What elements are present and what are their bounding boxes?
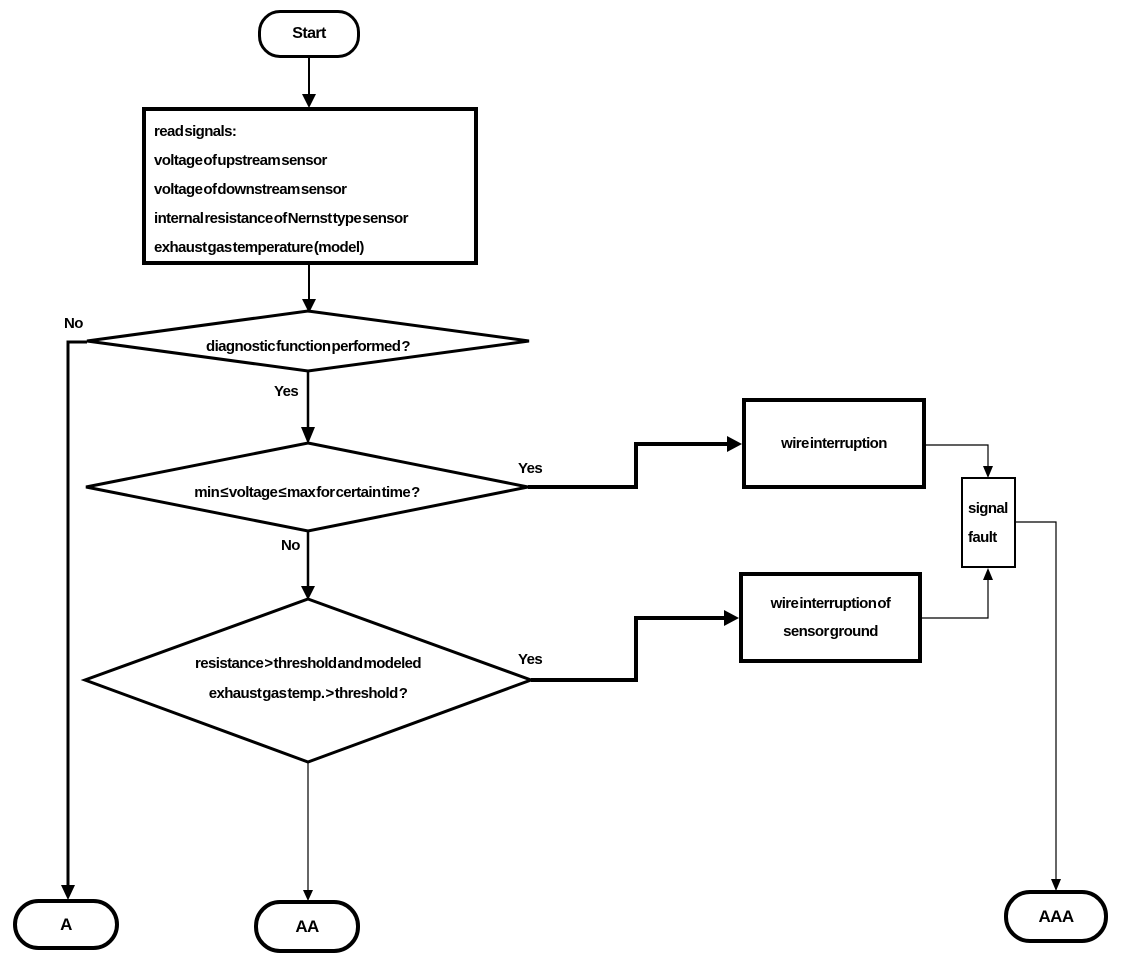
terminal-aa-label: AA <box>295 916 319 936</box>
edge-resistance-yes-to-ground <box>531 616 725 682</box>
edge-ground-to-signal-fault <box>922 579 989 619</box>
start-label: Start <box>292 25 326 42</box>
edge-label-voltage-no: No <box>281 537 300 554</box>
wire-interruption-ground-text: wire interruption of sensor ground <box>771 590 891 646</box>
signal-fault-line: fault <box>968 528 997 546</box>
terminal-a: A <box>13 899 119 950</box>
terminal-aa: AA <box>254 900 360 953</box>
read-signals-text: read signals: voltage of upstream sensor… <box>146 111 408 262</box>
terminal-aaa-label: AAA <box>1038 906 1074 926</box>
arrowhead-into-resistance <box>301 586 315 600</box>
start-terminal: Start <box>258 10 360 58</box>
arrowhead-into-signal-bottom <box>983 568 993 580</box>
wire-interruption-box: wire interruption <box>742 398 926 489</box>
read-signals-line: exhaust gas temperature (model) <box>154 239 364 256</box>
read-signals-line: voltage of downstream sensor <box>154 181 347 198</box>
arrowhead-into-diagnostic <box>302 299 316 313</box>
voltage-decision-label: min ≤ voltage ≤ max for certain time ? <box>194 484 420 501</box>
signal-fault-text: signal fault <box>968 494 1008 552</box>
arrowhead-into-aaa <box>1051 879 1061 891</box>
edge-diagnostic-no-to-a <box>66 340 87 886</box>
read-signals-line: voltage of upstream sensor <box>154 152 327 169</box>
wire-interruption-ground-box: wire interruption of sensor ground <box>739 572 922 663</box>
edge-label-diagnostic-yes: Yes <box>274 383 299 400</box>
edge-wire-to-signal-fault <box>926 444 989 467</box>
wire-interruption-ground-line: wire interruption of <box>770 594 891 612</box>
wire-interruption-label: wire interruption <box>781 434 887 452</box>
arrowhead-into-voltage <box>301 427 315 444</box>
read-signals-line: internal resistance of Nernst type senso… <box>154 210 408 227</box>
wire-interruption-ground-line: sensor ground <box>783 622 878 640</box>
terminal-aaa: AAA <box>1004 890 1108 943</box>
resistance-decision-line: exhaust gas temp. > threshold ? <box>208 685 408 702</box>
read-signals-line: read signals: <box>154 123 237 140</box>
arrowhead-into-wire <box>727 436 742 452</box>
signal-fault-box: signal fault <box>961 477 1016 568</box>
terminal-a-label: A <box>60 914 72 934</box>
arrowhead-into-signal-top <box>983 466 993 478</box>
edge-label-voltage-yes: Yes <box>518 460 543 477</box>
resistance-decision-label: resistance > threshold and modeled exhau… <box>130 649 486 709</box>
edge-label-diagnostic-no: No <box>64 315 83 332</box>
diagnostic-decision-label: diagnostic function performed ? <box>206 338 411 355</box>
arrowhead-into-aa <box>303 890 313 901</box>
arrowhead-into-ground <box>724 610 739 626</box>
signal-fault-line: signal <box>968 499 1008 517</box>
edge-label-resistance-yes: Yes <box>518 651 543 668</box>
arrowhead-into-read <box>302 94 316 108</box>
resistance-decision-line: resistance > threshold and modeled <box>195 655 422 672</box>
edge-signal-fault-to-aaa <box>1016 521 1057 880</box>
arrowhead-into-a <box>61 885 75 900</box>
edge-voltage-yes-to-wire <box>528 442 728 489</box>
read-signals-process: read signals: voltage of upstream sensor… <box>142 107 478 265</box>
